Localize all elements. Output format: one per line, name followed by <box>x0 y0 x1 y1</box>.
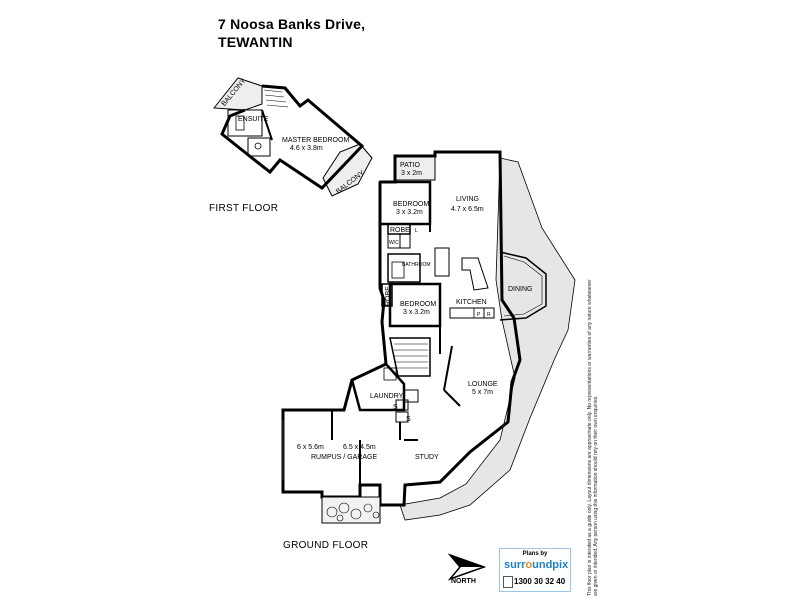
first-floor-plan <box>213 77 373 197</box>
ground-floor-label: GROUND FLOOR <box>283 540 369 551</box>
certification-icon <box>503 576 513 588</box>
dining-label: DINING <box>508 286 533 293</box>
north-label: NORTH <box>451 578 476 585</box>
garage-size: 6.5 x 4.5m <box>343 444 376 451</box>
bedroom-1-label: BEDROOM <box>393 201 429 208</box>
bedroom-2-label: BEDROOM <box>400 301 436 308</box>
master-bedroom-label: MASTER BEDROOM <box>282 137 349 144</box>
wc-label: W/C <box>389 240 399 246</box>
phone-number: 1300 30 32 40 <box>514 577 566 586</box>
lounge-label: LOUNGE <box>468 381 498 388</box>
bedroom-1-size: 3 x 3.2m <box>396 209 423 216</box>
laundry-label: LAUNDRY <box>370 393 404 400</box>
pantry-label: P <box>477 312 481 318</box>
address-line-1: 7 Noosa Banks Drive, <box>218 16 366 32</box>
plans-by-label: Plans by <box>522 551 548 557</box>
surroundpix-logo: Plans by surroundpix 1300 30 32 40 <box>499 548 571 592</box>
store-2-label: S <box>406 416 411 423</box>
brand-name: surroundpix <box>504 559 569 571</box>
rumpus-size: 6 x 5.6m <box>297 444 324 451</box>
robe-1-abbr: L <box>415 228 418 234</box>
robe-1-label: ROBE <box>390 227 410 234</box>
north-arrow-icon <box>448 553 486 581</box>
study-label: STUDY <box>415 454 439 461</box>
address-line-2: TEWANTIN <box>218 34 293 50</box>
robe-2-label: ROBE <box>385 286 392 306</box>
rumpus-garage-label: RUMPUS / GARAGE <box>311 454 377 461</box>
patio-label: PATIO <box>400 162 421 169</box>
ground-floor-plan <box>281 150 576 524</box>
master-bedroom-size: 4.6 x 3.8m <box>290 145 323 152</box>
first-floor-label: FIRST FLOOR <box>209 203 279 214</box>
bathroom-label: BATHROOM <box>402 262 431 268</box>
ensuite-label: ENSUITE <box>238 116 269 123</box>
patio-size: 3 x 2m <box>401 170 422 177</box>
kitchen-label: KITCHEN <box>456 299 487 306</box>
lounge-size: 5 x 7m <box>472 389 493 396</box>
living-label: LIVING <box>456 196 479 203</box>
fridge-label: R <box>487 312 491 318</box>
bedroom-2-size: 3 x 3.2m <box>403 309 430 316</box>
living-size: 4.7 x 6.5m <box>451 206 484 213</box>
disclaimer-text: This floor plan is intended as a guide o… <box>587 279 599 596</box>
store-1-label: S <box>393 404 398 411</box>
